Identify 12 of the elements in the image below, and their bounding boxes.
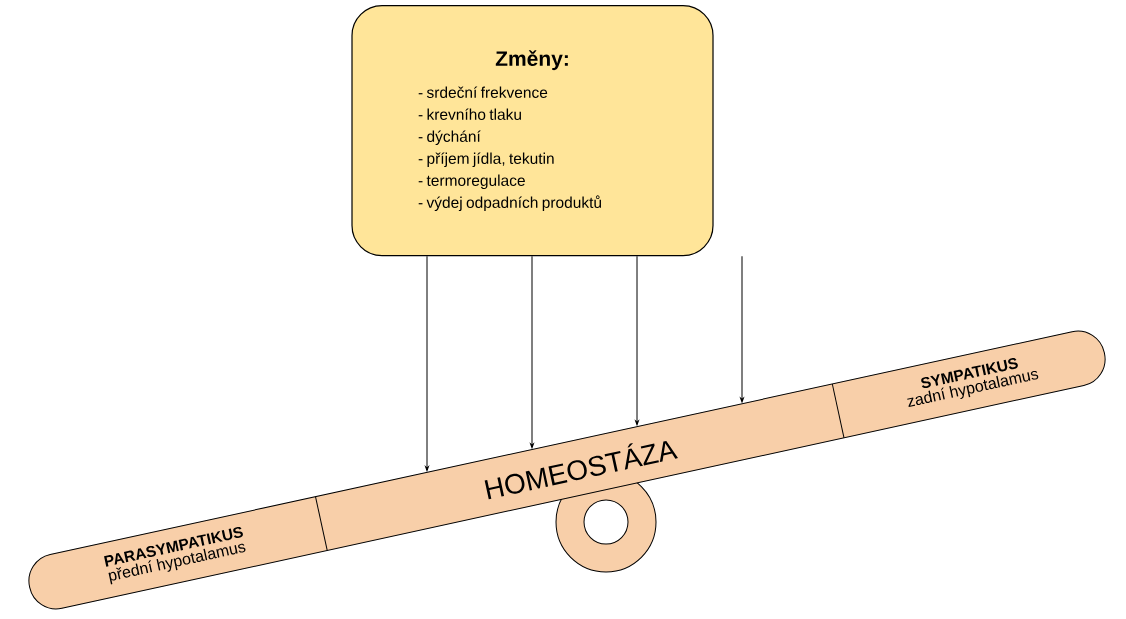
- list-item: - srdeční frekvence: [418, 86, 548, 98]
- arrow: [425, 255, 429, 472]
- arrow: [740, 255, 744, 403]
- heading: Změny:: [495, 50, 568, 71]
- list-item: - příjem jídla, tekutin: [418, 152, 554, 168]
- arrow: [635, 255, 639, 426]
- list-item: - krevního tlaku: [418, 108, 521, 120]
- text-box: [351, 5, 714, 257]
- list-item: - výdej odpadních produktů: [418, 195, 601, 212]
- list-item: - termoregulace: [418, 174, 525, 190]
- arrow: [530, 255, 534, 449]
- list-item: - dýchání: [418, 130, 481, 146]
